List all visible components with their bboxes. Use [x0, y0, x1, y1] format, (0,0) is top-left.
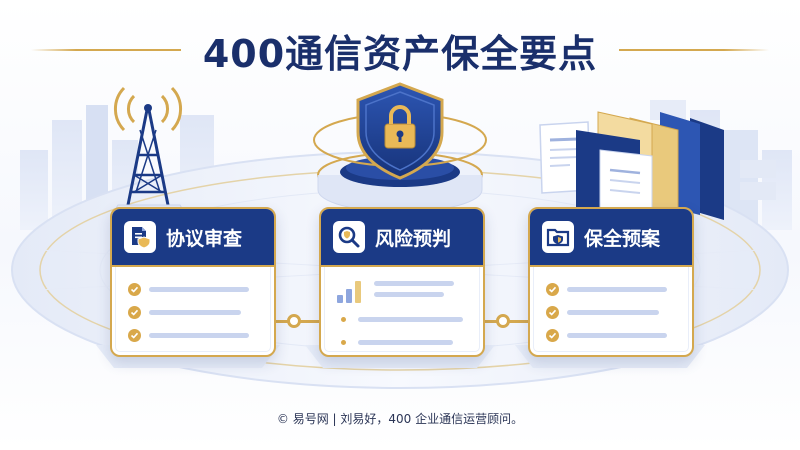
footer-credit: © 易号网 | 刘易好，400 企业通信运营顾问。 — [276, 412, 524, 426]
placeholder-line — [358, 339, 453, 345]
check-icon — [128, 328, 141, 342]
card-title: 协议审查 — [166, 227, 243, 250]
folder-shield-icon — [542, 221, 574, 253]
placeholder-line — [567, 309, 659, 315]
card-body — [112, 267, 274, 345]
mini-bar-chart — [337, 279, 467, 303]
placeholder-line — [567, 286, 667, 292]
mini-bar — [346, 289, 352, 303]
mini-bar — [355, 281, 361, 303]
card-preservation-plan: 保全预案 — [528, 207, 694, 357]
magnifier-shield-icon — [333, 221, 365, 253]
placeholder-line — [149, 309, 241, 315]
card-protocol-review: 协议审查 — [110, 207, 276, 357]
checklist-item — [128, 302, 258, 322]
connector-node-1 — [287, 314, 301, 328]
checklist-item — [128, 325, 258, 345]
title-divider-right — [619, 49, 770, 51]
checklist-item — [546, 325, 676, 345]
mini-bar — [337, 295, 343, 303]
connector-node-2 — [496, 314, 510, 328]
list-item — [337, 332, 467, 352]
check-icon — [546, 328, 559, 342]
list-item — [337, 309, 467, 329]
card-risk-assessment: 风险预判 — [319, 207, 485, 357]
card-body — [321, 267, 483, 352]
checklist-item — [546, 279, 676, 299]
placeholder-line — [374, 281, 454, 286]
document-folders-icon — [539, 111, 724, 232]
card-header: 协议审查 — [112, 209, 274, 267]
document-shield-icon — [124, 221, 156, 253]
check-icon — [546, 282, 559, 296]
placeholder-line — [149, 286, 249, 292]
placeholder-lines — [374, 281, 454, 303]
title-divider-left — [30, 49, 181, 51]
check-icon — [128, 305, 141, 319]
bullet-icon — [341, 316, 346, 322]
placeholder-line — [567, 332, 667, 338]
bullet-icon — [341, 339, 346, 345]
checklist-item — [546, 302, 676, 322]
page-title: 400通信资产保全要点 — [202, 31, 598, 76]
card-title: 保全预案 — [584, 227, 661, 250]
title-row: 400通信资产保全要点 — [0, 22, 800, 78]
check-icon — [128, 282, 141, 296]
padlock-shield-icon — [356, 82, 444, 180]
checklist-item — [128, 279, 258, 299]
placeholder-line — [149, 332, 249, 338]
card-title: 风险预判 — [375, 227, 452, 250]
card-header: 风险预判 — [321, 209, 483, 267]
placeholder-line — [358, 316, 463, 322]
card-body — [530, 267, 692, 345]
placeholder-line — [374, 292, 444, 297]
check-icon — [546, 305, 559, 319]
card-header: 保全预案 — [530, 209, 692, 267]
